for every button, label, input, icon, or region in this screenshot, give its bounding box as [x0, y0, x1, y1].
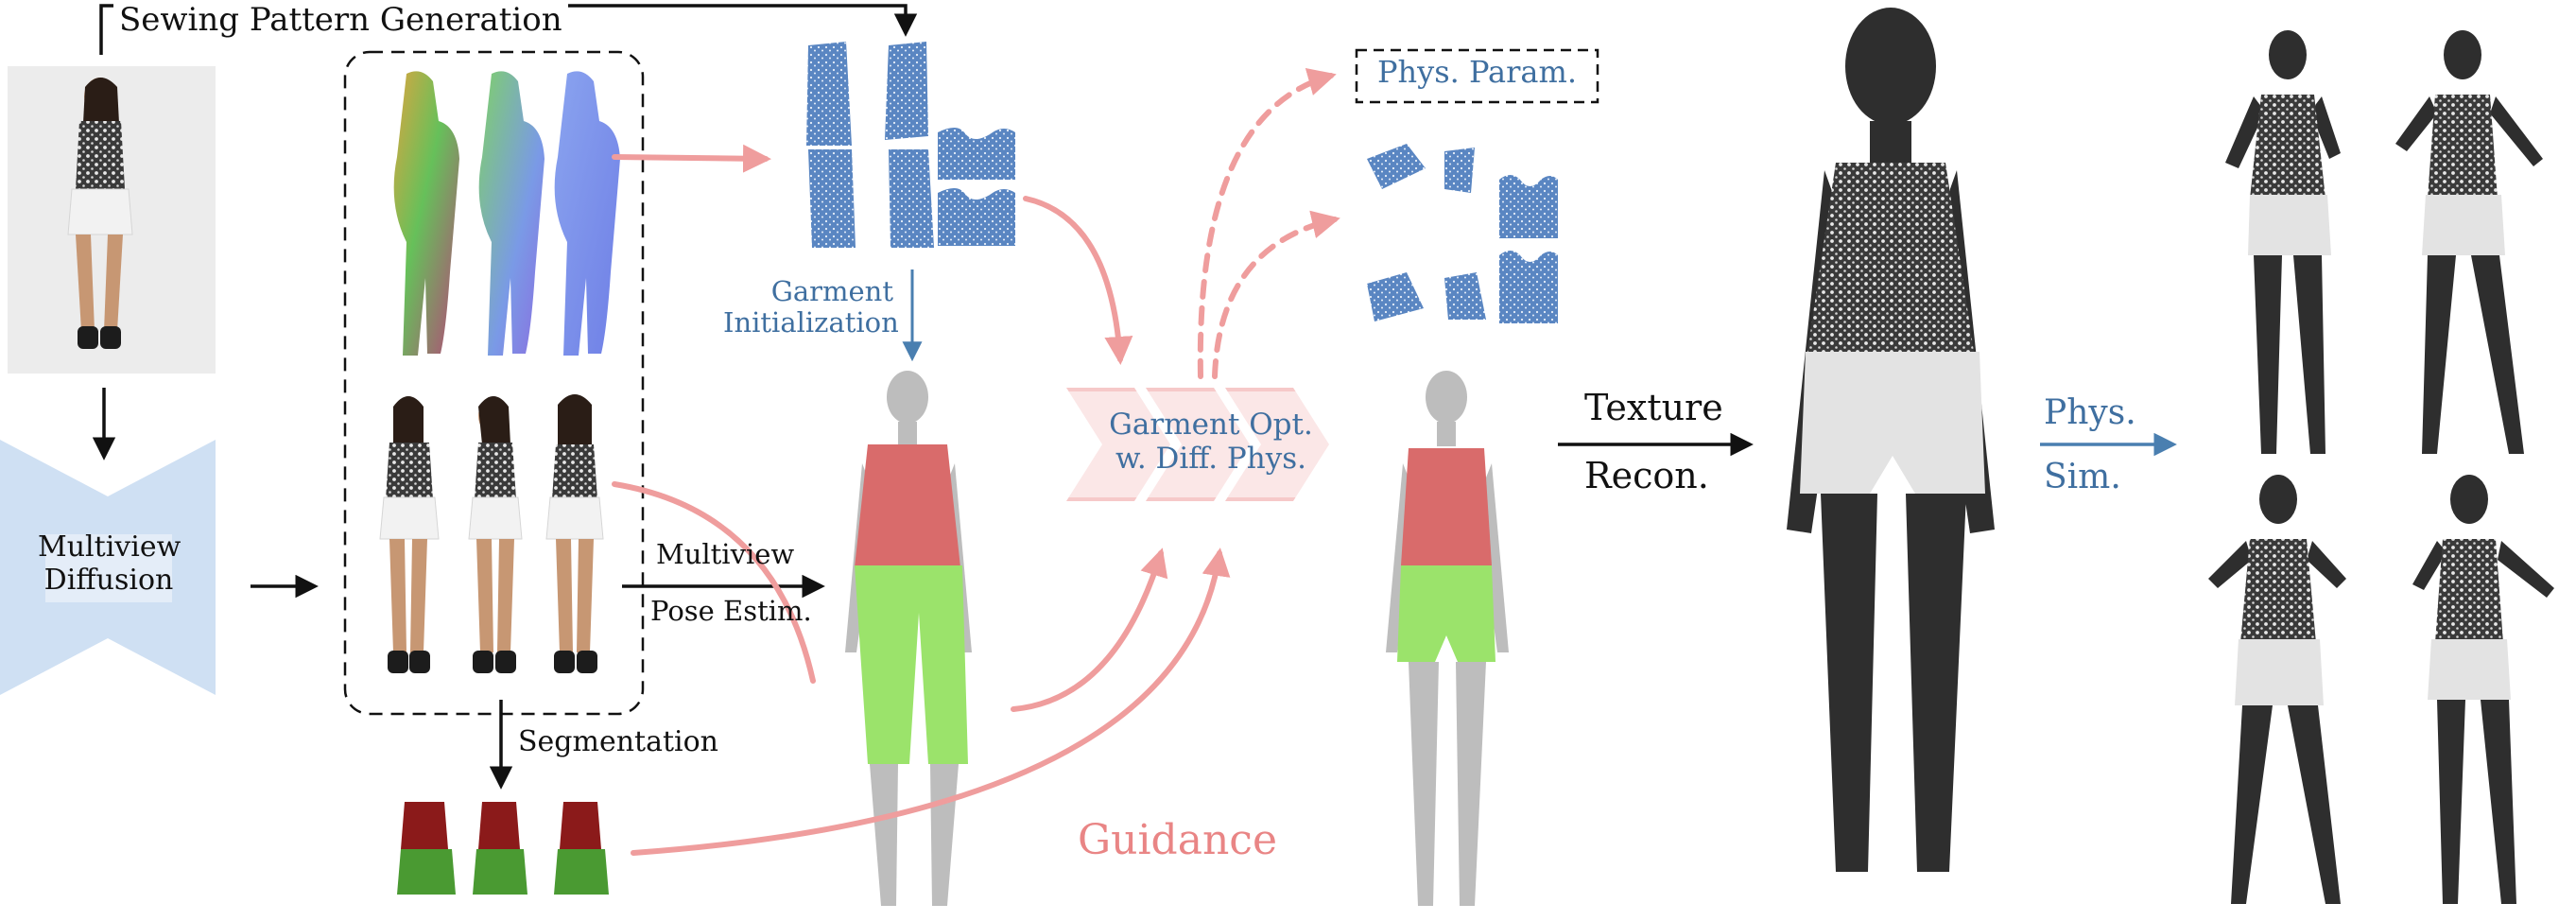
- simulated-pose-4: [2412, 475, 2554, 904]
- optimized-patterns: [1367, 144, 1558, 323]
- texture-recon-label-line1: Texture: [1584, 387, 1723, 428]
- simulated-pose-3: [2208, 475, 2346, 904]
- normal-map-views: [393, 71, 620, 356]
- multiview-box: [343, 50, 645, 716]
- texture-recon-label-line2: Recon.: [1584, 455, 1709, 496]
- guidance-label: Guidance: [1078, 816, 1277, 864]
- garment-initialization-label: Garment Initialization: [723, 275, 899, 339]
- multiview-photos: [379, 394, 604, 673]
- garment-opt-label: Garment Opt. w. Diff. Phys.: [1074, 408, 1348, 476]
- initial-garment-mannequin: [845, 371, 972, 906]
- garment-opt-line1: Garment Opt.: [1109, 408, 1313, 442]
- pink-flow-curves: [612, 144, 1231, 856]
- textured-mannequin: [1787, 8, 1995, 872]
- pink-dashed-curves: [1197, 68, 1340, 379]
- input-photo: [8, 66, 216, 374]
- simulated-pose-1: [2225, 30, 2341, 454]
- phys-param-label: Phys. Param.: [1376, 54, 1578, 90]
- sewing-pattern-generation-label: Sewing Pattern Generation: [113, 1, 568, 40]
- segmentation-label: Segmentation: [518, 725, 719, 758]
- multiview-pose-label-line2: Pose Estim.: [650, 595, 812, 627]
- multiview-diffusion-label: Multiview Diffusion: [38, 530, 182, 597]
- garment-init-line1: Garment: [770, 275, 893, 307]
- phys-sim-label-line2: Sim.: [2044, 458, 2121, 496]
- garment-opt-line2: w. Diff. Phys.: [1115, 441, 1307, 476]
- phys-sim-label-line1: Phys.: [2044, 393, 2136, 432]
- sewing-patterns: [806, 42, 1015, 248]
- garment-init-line2: Initialization: [723, 306, 899, 339]
- multiview-diffusion-line2: Diffusion: [43, 563, 174, 597]
- phys-param-box: [1355, 48, 1599, 104]
- segmentation-masks: [397, 802, 609, 895]
- optimized-garment-mannequin: [1386, 371, 1509, 906]
- multiview-diffusion-line1: Multiview: [38, 530, 182, 564]
- simulated-pose-2: [2395, 30, 2543, 454]
- multiview-pose-label-line1: Multiview: [656, 538, 795, 570]
